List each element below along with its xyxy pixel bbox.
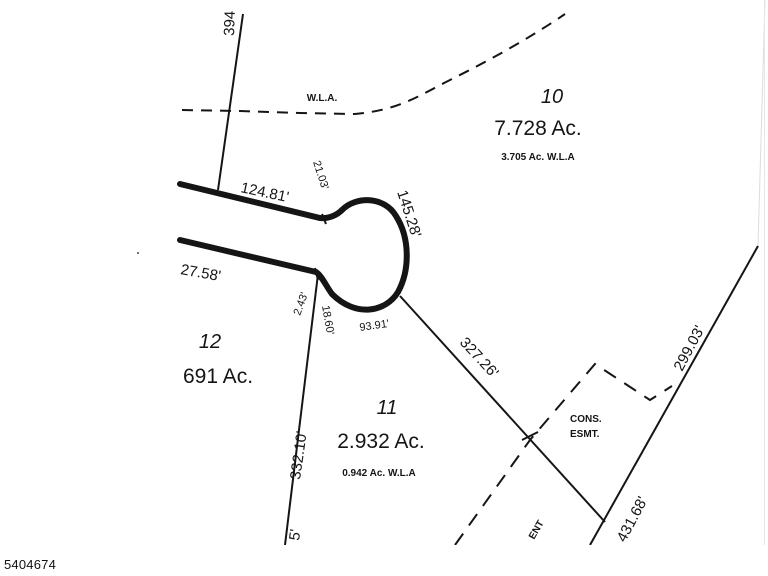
dim-lot-line-south: 18.60' [319, 304, 336, 335]
outer-boundary-line [757, 0, 766, 247]
radius-tick-north [321, 213, 327, 225]
lot-12-number: 12 [199, 331, 221, 353]
plat-map: 10 7.728 Ac. 3.705 Ac. W.L.A 11 2.932 Ac… [137, 0, 766, 545]
wetlands-boundary-line [181, 13, 566, 116]
dim-road-south: 27.58' [179, 261, 222, 285]
conservation-easement-line [454, 362, 673, 545]
lot-11-wla: 0.942 Ac. W.L.A [342, 468, 416, 479]
lot-10-number: 10 [541, 86, 563, 108]
lot-11-number: 11 [377, 397, 398, 419]
cul-de-sac [329, 197, 410, 313]
easement-fragment-label: ENT [527, 519, 547, 542]
image-right-edge [764, 0, 765, 545]
lot-line-327 [399, 295, 606, 523]
dim-right-upper: 299.03' [671, 323, 709, 374]
lot-line-394 [217, 13, 244, 191]
listing-id: 5404674 [4, 557, 57, 572]
lot-11-area: 2.932 Ac. [337, 430, 425, 453]
dim-radius-north: 21.03' [310, 159, 331, 191]
dim-lot-line-332: 332.10' [287, 430, 311, 481]
dim-radius-south: 2.43' [292, 291, 311, 317]
cons-easement-label-line1: CONS. [570, 414, 602, 425]
stray-mark [137, 252, 139, 254]
dim-fragment-5: 5' [286, 528, 304, 542]
right-boundary-line [589, 245, 759, 545]
plat-drawing: 10 7.728 Ac. 3.705 Ac. W.L.A 11 2.932 Ac… [137, 0, 766, 545]
dim-arc-south: 93.91' [359, 318, 390, 334]
lot-10-wla: 3.705 Ac. W.L.A [501, 152, 575, 163]
dim-lot-line-327: 327.26' [456, 334, 502, 381]
easement-crossing-tick [521, 431, 539, 441]
wetlands-label: W.L.A. [307, 93, 338, 104]
dim-394: 394 [221, 11, 239, 37]
lot-10-area: 7.728 Ac. [494, 117, 582, 140]
lot-line-332 [284, 273, 319, 545]
dim-right-lower: 431.68' [614, 494, 652, 545]
cons-easement-label-line2: ESMT. [570, 429, 600, 440]
lot-12-area: 691 Ac. [183, 365, 253, 388]
